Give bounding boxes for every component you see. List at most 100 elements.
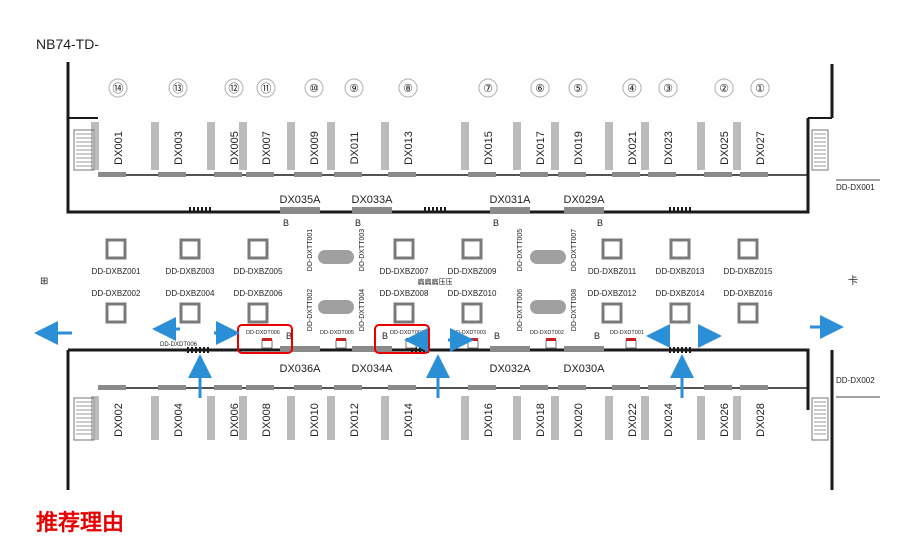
wall-hatch — [697, 122, 705, 170]
column-label: DD-DXTT005 — [517, 229, 524, 272]
lightbox-label: DD-DXBZ009 — [448, 267, 497, 276]
ad-label-dx015: DX015 — [483, 131, 495, 165]
hall-benches — [318, 250, 566, 314]
ad-label-dx017: DX017 — [535, 131, 547, 165]
lightbox-label: DD-DXBZ008 — [380, 289, 429, 298]
pillar-number: ④ — [627, 83, 637, 95]
wall-hatch — [641, 396, 649, 440]
right-bottom-label: DD-DX002 — [836, 376, 875, 385]
pillar-number: ⑥ — [535, 83, 545, 95]
lightbox-icon — [601, 302, 623, 324]
lightbox-icon — [737, 302, 759, 324]
ad-label-dx022: DX022 — [627, 403, 639, 437]
wall-hatch — [733, 396, 741, 440]
lightbox-icon — [461, 302, 483, 324]
ad-panel — [648, 172, 676, 177]
lightbox-icon — [247, 238, 269, 260]
highlight-box-center — [374, 324, 430, 354]
wall-hatch — [151, 396, 159, 440]
column-label: DD-DXTT002 — [307, 289, 314, 332]
center-note: 扁扁扁压压 — [418, 277, 453, 286]
column-label: DD-DXTT003 — [359, 229, 366, 272]
right-top-label: DD-DX001 — [836, 183, 875, 192]
wall-hatch — [641, 122, 649, 170]
seat-label: DD-DXDT006 — [246, 330, 280, 336]
column-label: DD-DXTT001 — [307, 229, 314, 272]
ad-panel — [740, 172, 768, 177]
wall-hatch — [733, 122, 741, 170]
right-exit-symbol: 卡 — [848, 274, 858, 287]
ad-panel — [740, 385, 768, 390]
ad-label-dx011: DX011 — [349, 132, 361, 165]
ad-panel — [468, 172, 496, 177]
pillar-number: ② — [719, 83, 729, 95]
pillar-number: ⑭ — [113, 82, 124, 95]
ad-panel — [612, 385, 640, 390]
ad-label-dx026: DX026 — [719, 403, 731, 437]
flow-arrows — [34, 315, 844, 398]
wall-hatch — [461, 396, 469, 440]
ad-label-dx002: DX002 — [113, 403, 125, 437]
ad-panel — [334, 172, 362, 177]
pillar: ① — [750, 78, 770, 98]
pillar: ⑬ — [168, 78, 188, 98]
ad-label-dx014: DX014 — [403, 403, 415, 437]
b-marker: B — [382, 331, 388, 341]
ad-panel — [704, 385, 732, 390]
ad-label-dx010: DX010 — [309, 403, 321, 437]
a-label-dx035a: DX035A — [280, 194, 322, 206]
ad-label-dx006: DX006 — [229, 403, 241, 437]
lightbox-icon — [105, 302, 127, 324]
ad-label-dx003: DX003 — [173, 131, 185, 165]
ad-label-dx004: DX004 — [173, 403, 185, 437]
b-marker: B — [286, 331, 292, 341]
ad-label-dx009: DX009 — [309, 131, 321, 165]
seat-label: DD-DXDT003 — [452, 330, 486, 336]
ad-panel — [704, 172, 732, 177]
ad-label-dx028: DX028 — [755, 403, 767, 437]
wall-hatch — [551, 122, 559, 170]
wall-hatch — [151, 122, 159, 170]
wall-hatch — [327, 122, 335, 170]
ad-panel — [612, 172, 640, 177]
seat-marker — [546, 338, 556, 341]
pillar-number: ⑩ — [309, 83, 319, 95]
pillar-number: ③ — [663, 83, 673, 95]
bottom-a-ads: DX036A DX034A DX032A DX030A — [280, 346, 605, 375]
column-label: DD-DXTT007 — [571, 229, 578, 272]
ad-label-dx027: DX027 — [755, 131, 767, 165]
pillar: ② — [714, 78, 734, 98]
a-label-dx032a: DX032A — [490, 363, 532, 375]
pillar-number: ⑦ — [483, 83, 493, 95]
wall-hatch — [381, 396, 389, 440]
seat-box — [335, 339, 347, 349]
seat-label-faint: DD-DXDT006 — [160, 342, 198, 348]
recommendation-heading: 推荐理由 — [36, 511, 125, 536]
wall-hatch — [239, 396, 247, 440]
wall-hatch — [327, 396, 335, 440]
ad-panel — [246, 385, 274, 390]
wall-hatch — [605, 396, 613, 440]
pillar: ⑪ — [256, 78, 276, 98]
lightbox-label: DD-DXBZ004 — [166, 289, 215, 298]
pillar: ③ — [658, 78, 678, 98]
seat-marker — [468, 338, 478, 341]
pillar: ⑤ — [568, 78, 588, 98]
ad-label-dx013: DX013 — [403, 131, 415, 165]
lightbox-label: DD-DXBZ002 — [92, 289, 141, 298]
lightbox-icon — [105, 238, 127, 260]
wall-hatch — [239, 122, 247, 170]
column-label: DD-DXTT006 — [517, 289, 524, 332]
ad-panel — [558, 385, 586, 390]
seat-label: DD-DXDT004 — [390, 330, 424, 336]
ad-label-dx012: DX012 — [349, 403, 361, 437]
lightbox-icon — [179, 302, 201, 324]
lightbox-label: DD-DXBZ016 — [724, 289, 773, 298]
lightbox-icon — [669, 302, 691, 324]
ad-panel — [294, 172, 322, 177]
ad-label-dx024: DX024 — [663, 403, 675, 437]
ad-panel — [98, 385, 126, 390]
ad-panel — [388, 385, 416, 390]
bottom-left-stair — [73, 397, 95, 441]
